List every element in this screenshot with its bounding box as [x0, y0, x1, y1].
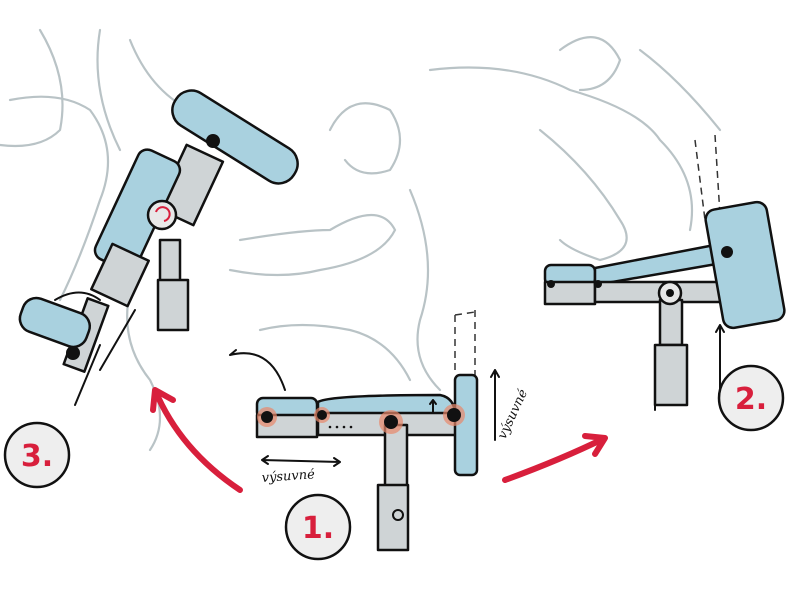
step-3-label: 3.	[21, 439, 53, 474]
step-1-badge: 1.	[284, 493, 352, 561]
vertical-slide-label: výsuvné	[495, 387, 531, 442]
arrow-to-state-2	[502, 433, 608, 483]
body-outlines	[0, 28, 722, 452]
step-1-label: 1.	[302, 511, 334, 546]
step-2-badge: 2.	[717, 364, 785, 432]
chair-state-3	[18, 89, 299, 406]
horizontal-slide-label: výsuvné	[261, 467, 315, 486]
arrow-to-state-3	[150, 387, 243, 493]
chair-state-2	[543, 134, 786, 411]
chair-state-1	[229, 310, 500, 552]
step-3-badge: 3.	[3, 421, 71, 489]
step-2-label: 2.	[735, 382, 767, 417]
